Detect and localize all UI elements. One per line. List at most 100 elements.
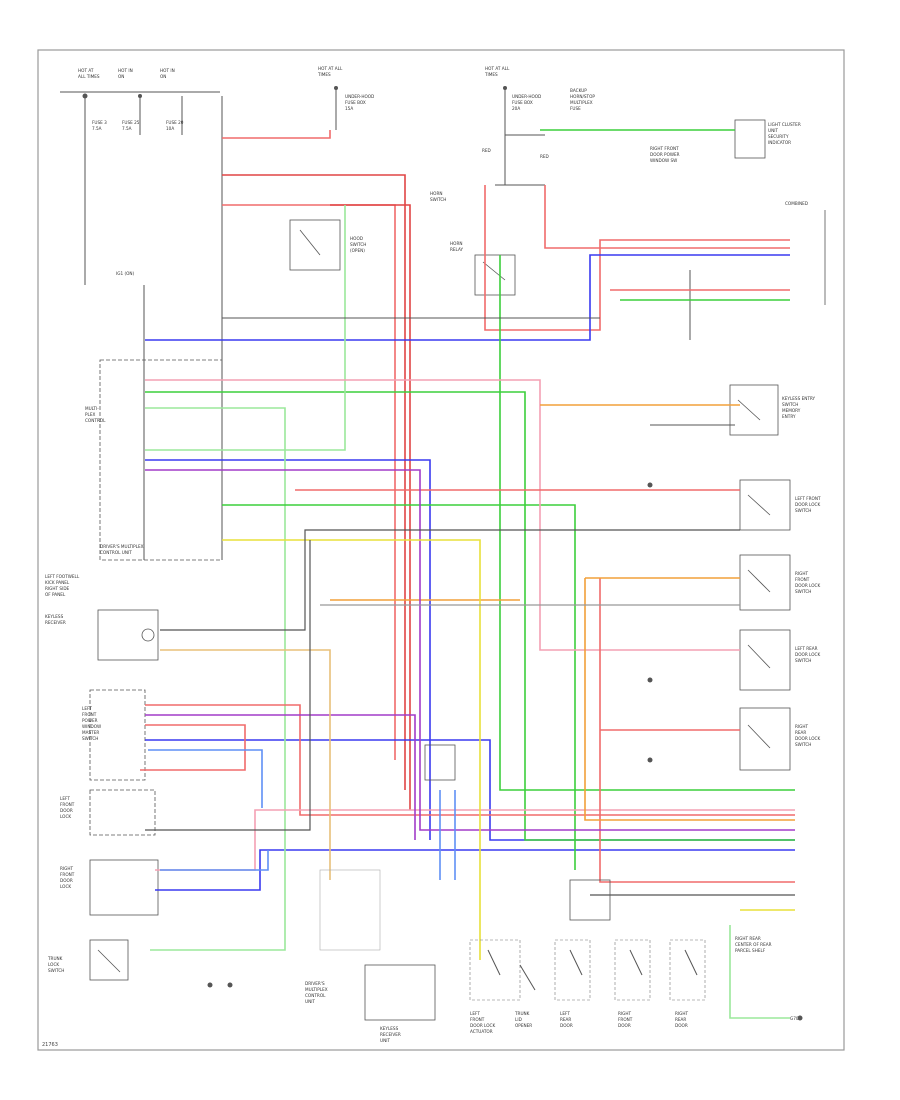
svg-text:ALL TIMES: ALL TIMES [78,74,100,79]
svg-text:SWITCH: SWITCH [48,968,64,973]
svg-text:SWITCH: SWITCH [795,508,811,513]
footer-code: 21763 [42,1042,58,1048]
svg-text:DRIVER'S: DRIVER'S [305,981,325,986]
svg-text:KICK PANEL: KICK PANEL [45,580,70,585]
svg-text:RED: RED [482,148,491,153]
svg-text:DRIVER'S MULTIPLEX: DRIVER'S MULTIPLEX [100,544,144,549]
svg-text:7.5A: 7.5A [122,126,132,131]
svg-text:FRONT: FRONT [795,577,810,582]
svg-text:SWITCH: SWITCH [82,736,98,741]
svg-text:LEFT: LEFT [470,1011,480,1016]
hood-latch-block: HOOD SWITCH (OPEN) [289,219,366,271]
svg-text:BACKUP: BACKUP [570,88,587,93]
left-lower-switches: LEFT FRONT POWER WINDOW MASTER SWITCH LE… [47,689,159,981]
svg-text:DOOR LOCK: DOOR LOCK [795,736,820,741]
svg-text:INDICATOR: INDICATOR [768,140,791,145]
svg-text:LEFT: LEFT [82,706,92,711]
svg-text:SWITCH: SWITCH [795,589,811,594]
fuse-section-center: HOT AT ALL TIMES UNDER-HOOD FUSE BOX 15A… [317,66,595,186]
keyless-receiver: LEFT FOOTWELL KICK PANEL RIGHT SIDE OF P… [45,574,159,661]
svg-text:LEFT REAR: LEFT REAR [795,646,818,651]
svg-text:REAR: REAR [675,1017,686,1022]
svg-text:LIGHT CLUSTER: LIGHT CLUSTER [768,122,801,127]
svg-text:(OPEN): (OPEN) [350,248,365,253]
svg-text:POWER: POWER [82,718,98,723]
svg-text:SWITCH: SWITCH [795,742,811,747]
svg-text:RIGHT SIDE: RIGHT SIDE [45,586,70,591]
svg-text:G701: G701 [790,1016,802,1021]
svg-text:REAR: REAR [560,1017,571,1022]
svg-text:ACTUATOR: ACTUATOR [470,1029,493,1034]
security-indicator-light: LIGHT CLUSTER UNIT SECURITY INDICATOR RI… [650,119,801,163]
fuse-section-left: HOT AT ALL TIMES HOT IN ON HOT IN ON FUS… [60,68,223,560]
svg-text:FRONT: FRONT [60,872,75,877]
svg-text:CONTROL: CONTROL [305,993,326,998]
svg-text:FRONT: FRONT [60,802,75,807]
svg-text:KEYLESS: KEYLESS [380,1026,399,1031]
svg-text:HORN: HORN [430,191,443,196]
svg-text:LEFT FRONT: LEFT FRONT [795,496,821,501]
svg-text:LEFT: LEFT [60,796,70,801]
svg-text:HOT AT ALL: HOT AT ALL [318,66,343,71]
svg-text:FRONT: FRONT [82,712,97,717]
svg-text:DOOR POWER: DOOR POWER [650,152,680,157]
svg-text:RIGHT: RIGHT [675,1011,689,1016]
svg-text:UNDER-HOOD: UNDER-HOOD [512,94,541,99]
svg-text:10A: 10A [166,126,174,131]
right-side-switches: COMBINED KEYLESS ENTRY SWITCH MEMORY ENT… [729,201,826,771]
svg-text:MEMORY: MEMORY [782,408,801,413]
svg-text:MULTIPLEX: MULTIPLEX [305,987,328,992]
svg-text:DOOR: DOOR [60,808,73,813]
svg-text:PARCEL SHELF: PARCEL SHELF [735,948,766,953]
svg-text:SWITCH: SWITCH [430,197,446,202]
svg-text:HOT AT ALL: HOT AT ALL [485,66,510,71]
svg-text:DOOR LOCK: DOOR LOCK [795,652,820,657]
svg-text:RIGHT: RIGHT [795,571,809,576]
svg-text:RED: RED [540,154,549,159]
svg-text:TRUNK: TRUNK [514,1011,530,1016]
svg-text:RECEIVER: RECEIVER [45,620,66,625]
svg-text:CENTER OF REAR: CENTER OF REAR [735,942,772,947]
svg-text:20A: 20A [512,106,520,111]
svg-text:RECEIVER: RECEIVER [380,1032,401,1037]
svg-text:CONTROL: CONTROL [85,418,106,423]
ground-symbols [207,482,803,1021]
svg-text:ENTRY: ENTRY [782,414,796,419]
svg-text:LEFT FOOTWELL: LEFT FOOTWELL [45,574,80,579]
svg-text:FRONT: FRONT [470,1017,485,1022]
svg-text:LOCK: LOCK [60,884,71,889]
svg-text:HOT IN: HOT IN [118,68,133,73]
svg-text:LOCK: LOCK [48,962,59,967]
svg-text:IG1 (ON): IG1 (ON) [116,271,135,276]
svg-text:FUSE 25: FUSE 25 [122,120,140,125]
svg-text:SWITCH: SWITCH [795,658,811,663]
svg-text:KEYLESS ENTRY: KEYLESS ENTRY [782,396,816,401]
svg-text:SWITCH: SWITCH [782,402,798,407]
svg-text:OPENER: OPENER [515,1023,532,1028]
svg-text:LOCK: LOCK [60,814,71,819]
svg-text:MULTIPLEX: MULTIPLEX [570,100,593,105]
svg-text:DOOR LOCK: DOOR LOCK [795,502,820,507]
svg-text:DOOR: DOOR [560,1023,573,1028]
svg-text:COMBINED: COMBINED [785,201,808,206]
svg-text:UNDER-HOOD: UNDER-HOOD [345,94,374,99]
svg-text:LEFT: LEFT [560,1011,570,1016]
svg-text:RELAY: RELAY [450,247,464,252]
svg-text:FUSE: FUSE [570,106,581,111]
svg-text:UNIT: UNIT [380,1038,390,1043]
svg-text:WINDOW: WINDOW [82,724,101,729]
connectors [319,744,611,951]
svg-text:RIGHT: RIGHT [795,724,809,729]
diagram-border [37,49,845,1051]
svg-text:RIGHT FRONT: RIGHT FRONT [650,146,679,151]
svg-text:UNIT: UNIT [305,999,315,1004]
svg-text:WINDOW SW: WINDOW SW [650,158,677,163]
svg-text:ON: ON [118,74,124,79]
svg-text:TRUNK: TRUNK [47,956,63,961]
svg-text:RIGHT: RIGHT [618,1011,632,1016]
wires [140,129,795,1019]
svg-text:MASTER: MASTER [82,730,99,735]
svg-text:RIGHT: RIGHT [60,866,74,871]
svg-text:RIGHT REAR: RIGHT REAR [735,936,761,941]
